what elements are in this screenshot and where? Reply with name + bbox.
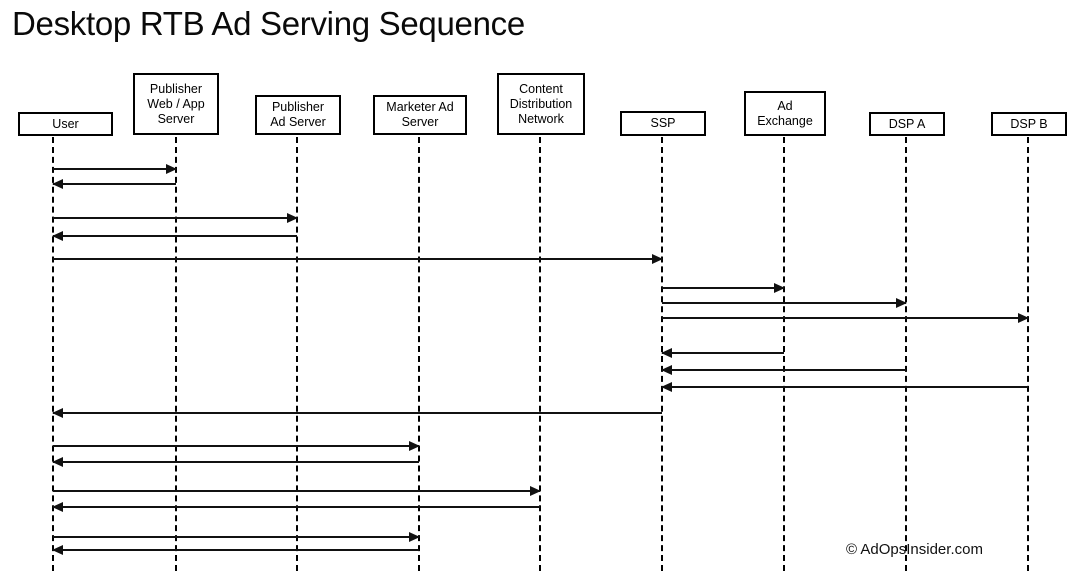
message-arrow-7-ssp-to-dsp-a: [662, 298, 907, 308]
message-arrow-1-user-to-pub-web: [53, 164, 177, 174]
message-arrow-10-dsp-a-to-ssp: [661, 365, 906, 375]
actor-box-ssp[interactable]: SSP: [620, 111, 706, 136]
actor-label-adx: Ad Exchange: [757, 98, 813, 128]
arrowhead-right-icon: [652, 254, 663, 264]
arrowhead-right-icon: [287, 213, 298, 223]
message-arrow-12-ssp-to-user: [52, 408, 662, 418]
lifeline-mkt-ad: [418, 137, 420, 571]
message-arrow-2-pub-web-to-user: [52, 179, 176, 189]
arrowhead-right-icon: [166, 164, 177, 174]
arrowhead-left-icon: [661, 382, 672, 392]
actor-box-adx[interactable]: Ad Exchange: [744, 91, 826, 136]
actor-box-cdn[interactable]: Content Distribution Network: [497, 73, 585, 135]
lifeline-cdn: [539, 137, 541, 571]
message-arrow-16-cdn-to-user: [52, 502, 540, 512]
arrowhead-left-icon: [661, 365, 672, 375]
copyright-watermark: © AdOpsInsider.com: [846, 541, 983, 558]
message-arrow-6-ssp-to-adx: [662, 283, 785, 293]
message-arrow-14-mkt-ad-to-user: [52, 457, 419, 467]
message-arrow-15-user-to-cdn: [53, 486, 541, 496]
message-arrow-13-user-to-mkt-ad: [53, 441, 420, 451]
message-arrow-17-user-to-mkt-ad: [53, 532, 420, 542]
actor-label-cdn: Content Distribution Network: [509, 81, 573, 126]
arrowhead-left-icon: [52, 231, 63, 241]
lifeline-adx: [783, 137, 785, 571]
arrowhead-right-icon: [774, 283, 785, 293]
actor-label-user: User: [52, 116, 79, 131]
lifeline-pub-ad: [296, 137, 298, 571]
lifeline-pub-web: [175, 137, 177, 571]
arrowhead-left-icon: [52, 408, 63, 418]
message-arrow-4-pub-ad-to-user: [52, 231, 297, 241]
actor-box-mkt-ad[interactable]: Marketer Ad Server: [373, 95, 467, 135]
arrowhead-left-icon: [52, 179, 63, 189]
page-title: Desktop RTB Ad Serving Sequence: [12, 5, 525, 42]
actor-box-dsp-a[interactable]: DSP A: [869, 112, 945, 136]
arrowhead-right-icon: [409, 532, 420, 542]
actor-label-ssp: SSP: [650, 116, 676, 130]
actor-label-pub-ad: Publisher Ad Server: [270, 100, 326, 129]
arrowhead-right-icon: [1018, 313, 1029, 323]
arrowhead-left-icon: [52, 457, 63, 467]
arrowhead-right-icon: [896, 298, 907, 308]
actor-box-user[interactable]: User: [18, 112, 113, 136]
actor-label-dsp-b: DSP B: [1010, 116, 1048, 131]
lifeline-user: [52, 137, 54, 571]
arrowhead-right-icon: [530, 486, 541, 496]
message-arrow-3-user-to-pub-ad: [53, 213, 298, 223]
arrowhead-left-icon: [52, 502, 63, 512]
arrowhead-right-icon: [409, 441, 420, 451]
message-arrow-18-mkt-ad-to-user: [52, 545, 419, 555]
message-arrow-8-ssp-to-dsp-b: [662, 313, 1029, 323]
actor-label-mkt-ad: Marketer Ad Server: [386, 100, 454, 129]
actor-box-pub-web[interactable]: Publisher Web / App Server: [133, 73, 219, 135]
lifeline-dsp-b: [1027, 137, 1029, 571]
actor-label-pub-web: Publisher Web / App Server: [147, 81, 205, 126]
arrowhead-left-icon: [661, 348, 672, 358]
arrowhead-left-icon: [52, 545, 63, 555]
message-arrow-11-dsp-b-to-ssp: [661, 382, 1028, 392]
message-arrow-9-adx-to-ssp: [661, 348, 784, 358]
message-arrow-5-user-to-ssp: [53, 254, 663, 264]
lifeline-dsp-a: [905, 137, 907, 571]
actor-label-dsp-a: DSP A: [888, 116, 926, 131]
actor-box-pub-ad[interactable]: Publisher Ad Server: [255, 95, 341, 135]
actor-box-dsp-b[interactable]: DSP B: [991, 112, 1067, 136]
